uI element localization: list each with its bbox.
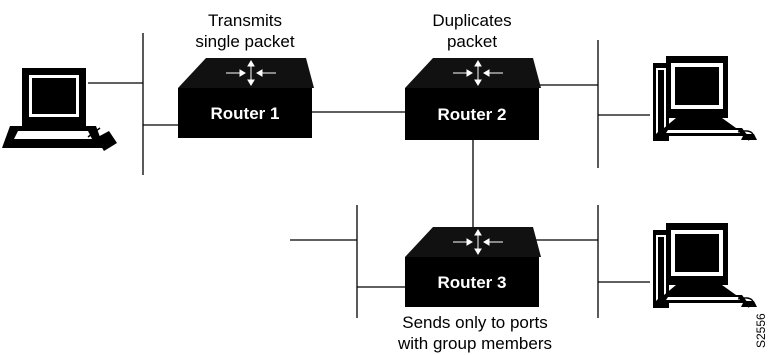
router-3-top [405,227,541,257]
router-1-arrows-icon [226,60,276,86]
router-3-body [405,257,539,307]
router-2: Router 2 [405,58,541,140]
router-3-annotation: Sends only to ports with group members [397,313,552,353]
pc-icon [2,68,117,151]
router-2-top [405,58,541,88]
router-1: Router 1 [178,58,314,138]
router-2-body [405,88,539,140]
router-1-annotation: Transmits single packet [195,11,295,51]
router-2-label: Router 2 [438,105,507,124]
router-1-label: Router 1 [211,104,280,123]
workstation-top-icon [653,56,757,141]
figure-id: S2556 [754,313,768,348]
router-2-arrows-icon [453,60,503,86]
router-2-annotation: Duplicates packet [432,11,512,51]
workstation-bottom-icon [653,223,757,308]
router-3-label: Router 3 [438,273,507,292]
router-1-body [178,88,312,138]
router-3: Router 3 [405,227,541,307]
connections [88,33,650,318]
router-1-top [178,58,314,88]
router-3-arrows-icon [453,229,503,255]
